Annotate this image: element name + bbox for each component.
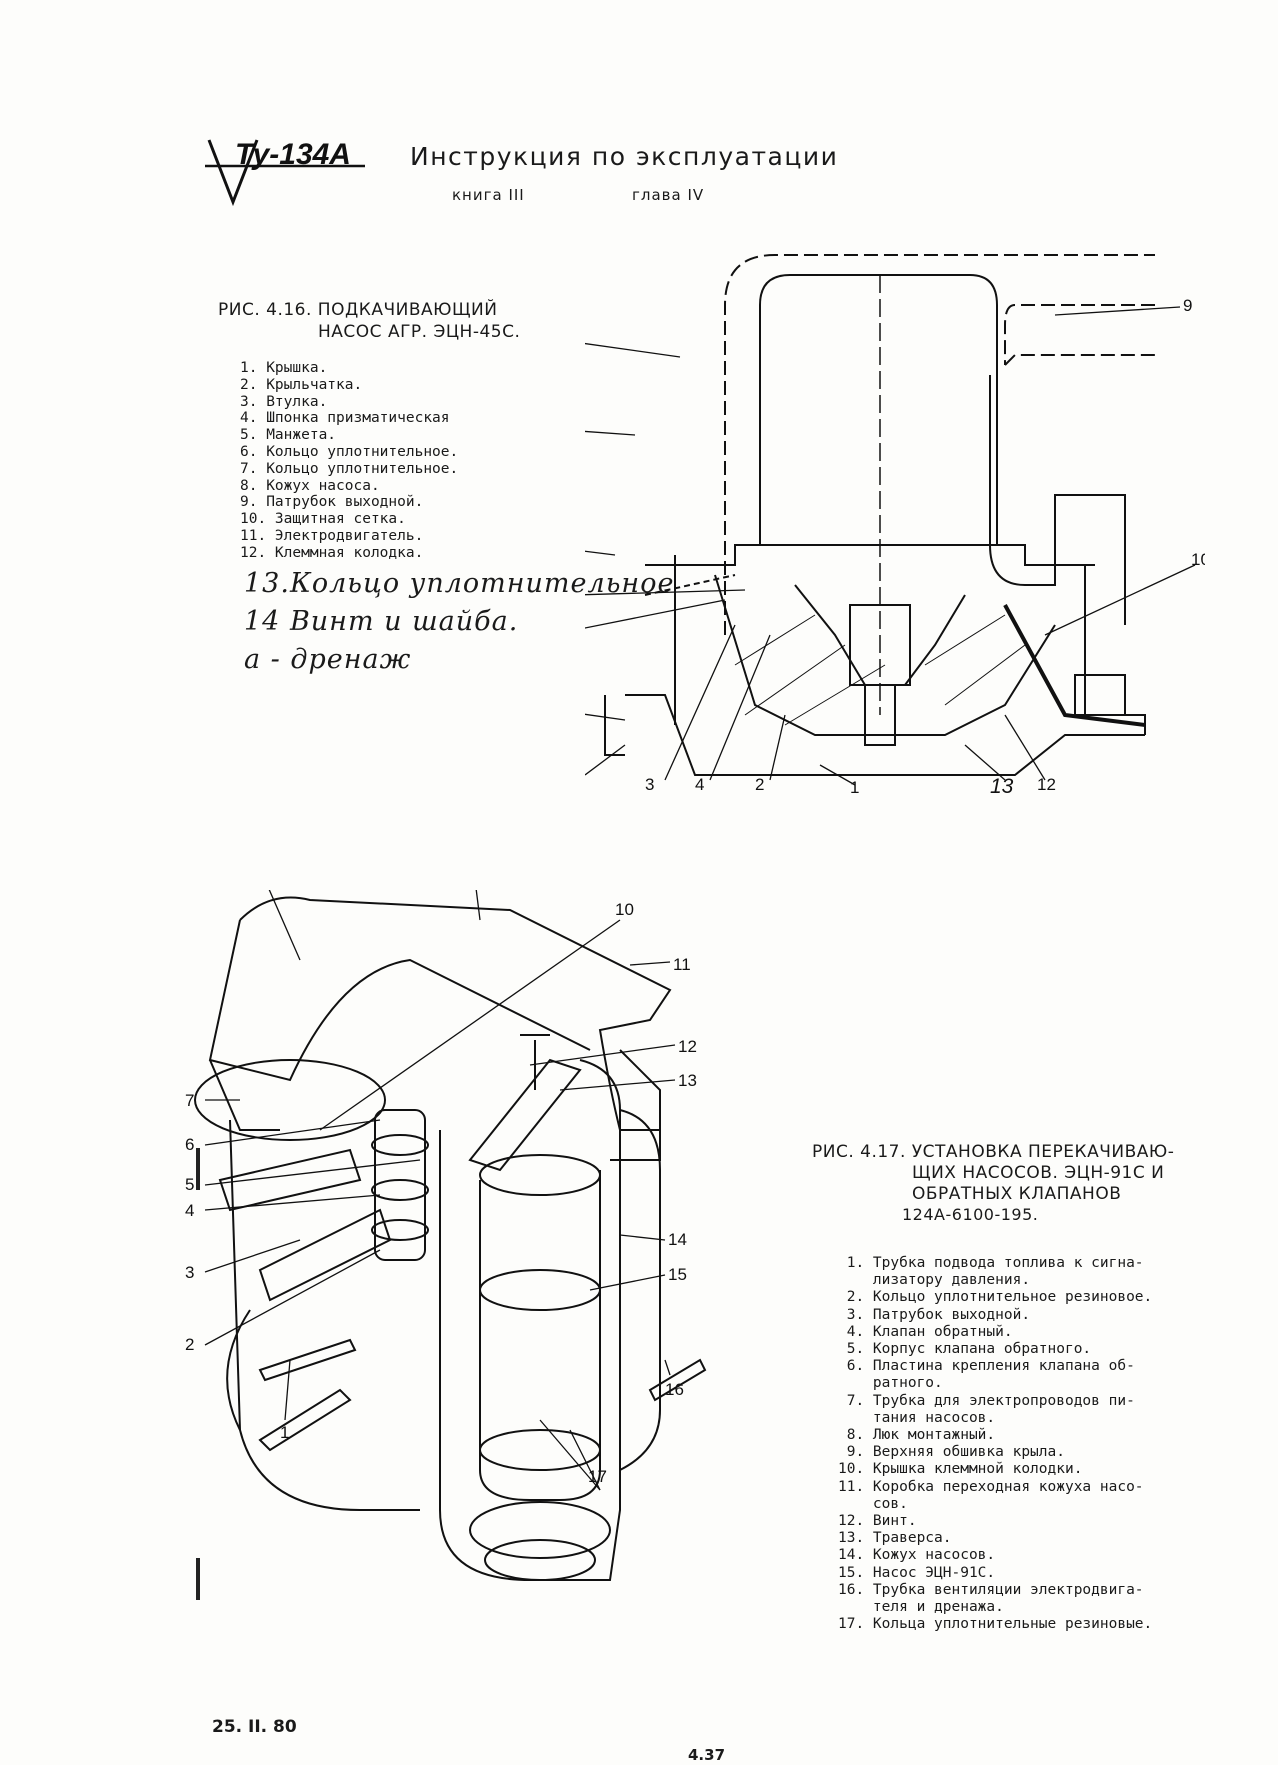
callout-label: 12 xyxy=(1037,775,1056,794)
parts-item: 4. Клапан обратный. xyxy=(838,1323,1013,1340)
figure-417-parts-list: 1. Трубка подвода топлива к сигна- лизат… xyxy=(838,1255,1228,1633)
handwritten-note: а - дренаж xyxy=(244,644,412,675)
callout-label: 4 xyxy=(185,1201,194,1220)
margin-mark xyxy=(196,1558,200,1600)
parts-item: 2. Кольцо уплотнительное резиновое. xyxy=(838,1289,1153,1306)
parts-item: 9. Патрубок выходной. xyxy=(240,494,424,511)
parts-item: лизатору давления. xyxy=(838,1272,1031,1289)
parts-item: 8. Кожух насоса. xyxy=(240,477,380,494)
callout-label: 9 xyxy=(1183,296,1192,315)
parts-item: 15. Насос ЭЦН-91С. xyxy=(838,1564,996,1581)
callout-label: 4 xyxy=(695,775,704,794)
figure-416-parts-list: 1. Крышка. 2. Крыльчатка. 3. Втулка. 4. … xyxy=(240,360,458,562)
logo-text: Ту-134А xyxy=(235,138,351,171)
callout-label: 10 xyxy=(1191,550,1205,569)
parts-item: 9. Верхняя обшивка крыла. xyxy=(838,1444,1065,1461)
parts-item: 3. Втулка. xyxy=(240,393,328,410)
parts-item: тания насосов. xyxy=(838,1409,996,1426)
pump-installation-drawing: 8 9 10 11 12 13 7 6 5 4 3 2 1 14 15 16 1… xyxy=(185,890,707,1581)
parts-item: 10. Защитная сетка. xyxy=(240,511,406,528)
figure-416-caption-line1: РИС. 4.16. ПОДКАЧИВАЮЩИЙ xyxy=(218,300,498,320)
callout-label: 2 xyxy=(185,1335,194,1354)
margin-mark xyxy=(196,1148,200,1190)
parts-item: 14. Кожух насосов. xyxy=(838,1547,996,1564)
callout-label: 13 xyxy=(990,775,1014,798)
figure-417-caption-line1: РИС. 4.17. УСТАНОВКА ПЕРЕКАЧИВАЮ- xyxy=(812,1142,1175,1162)
callout-label: 11 xyxy=(673,955,691,974)
callout-label: 15 xyxy=(668,1265,687,1284)
callout-label: 13 xyxy=(678,1071,697,1090)
book-label: книга III xyxy=(452,186,525,204)
parts-item: 7. Кольцо уплотнительное. xyxy=(240,460,459,477)
figure-417-caption-line3: ОБРАТНЫХ КЛАПАНОВ xyxy=(912,1184,1122,1204)
parts-item: сов. xyxy=(838,1495,908,1512)
parts-item: 10. Крышка клеммной колодки. xyxy=(838,1461,1083,1478)
callout-label: 1 xyxy=(280,1423,289,1442)
aircraft-logo: Ту-134А xyxy=(205,138,365,207)
callout-label: 5 xyxy=(185,1175,194,1194)
callout-label: 16 xyxy=(665,1380,684,1399)
document-title: Инструкция по эксплуатации xyxy=(410,142,839,171)
callout-label: 2 xyxy=(755,775,764,794)
parts-item: 17. Кольца уплотнительные резиновые. xyxy=(838,1616,1153,1633)
parts-item: 1. Крышка. xyxy=(240,360,328,376)
parts-item: ратного. xyxy=(838,1375,943,1392)
figure-416-caption-line2: НАСОС АГР. ЭЦН-45С. xyxy=(318,322,521,342)
parts-item: 2. Крыльчатка. xyxy=(240,376,363,393)
callout-label: 17 xyxy=(588,1467,607,1486)
callout-label: 14 xyxy=(668,1230,687,1249)
callout-label: 1 xyxy=(850,778,859,797)
callout-label: 7 xyxy=(185,1091,194,1110)
parts-item: 7. Трубка для электропроводов пи- xyxy=(838,1392,1135,1409)
callout-label: 12 xyxy=(678,1037,697,1056)
figure-417-caption-line4: 124А-6100-195. xyxy=(902,1205,1039,1224)
callout-label: 10 xyxy=(615,900,634,919)
callout-label: 6 xyxy=(185,1135,194,1154)
parts-item: 4. Шпонка призматическая xyxy=(240,410,450,427)
parts-item: 16. Трубка вентиляции электродвига- xyxy=(838,1581,1144,1598)
parts-item: 13. Траверса. xyxy=(838,1530,952,1547)
parts-item: 11. Коробка переходная кожуха насо- xyxy=(838,1478,1144,1495)
parts-item: 1. Трубка подвода топлива к сигна- xyxy=(838,1255,1144,1271)
handwritten-note: 14 Винт и шайба. xyxy=(244,606,519,637)
callout-label: 3 xyxy=(185,1263,194,1282)
page-number: 4.37 xyxy=(688,1746,726,1764)
parts-item: 8. Люк монтажный. xyxy=(838,1427,996,1444)
parts-item: 6. Кольцо уплотнительное. xyxy=(240,443,459,460)
parts-item: 12. Клеммная колодка. xyxy=(240,544,424,561)
pump-section-drawing: 11 9 8 7 10 6 5 3 4 2 1 12 14 а 13 xyxy=(585,254,1205,798)
figure-417-caption-line2: ЩИХ НАСОСОВ. ЭЦН-91С И xyxy=(912,1163,1165,1183)
parts-item: 5. Манжета. xyxy=(240,427,337,444)
chapter-label: глава IV xyxy=(632,186,705,204)
parts-item: 5. Корпус клапана обратного. xyxy=(838,1341,1092,1358)
parts-item: теля и дренажа. xyxy=(838,1599,1004,1616)
footer-date: 25. II. 80 xyxy=(212,1717,297,1737)
callout-label: 3 xyxy=(645,775,654,794)
parts-item: 3. Патрубок выходной. xyxy=(838,1306,1031,1323)
parts-item: 11. Электродвигатель. xyxy=(240,527,424,544)
parts-item: 6. Пластина крепления клапана об- xyxy=(838,1358,1135,1375)
parts-item: 12. Винт. xyxy=(838,1513,917,1530)
